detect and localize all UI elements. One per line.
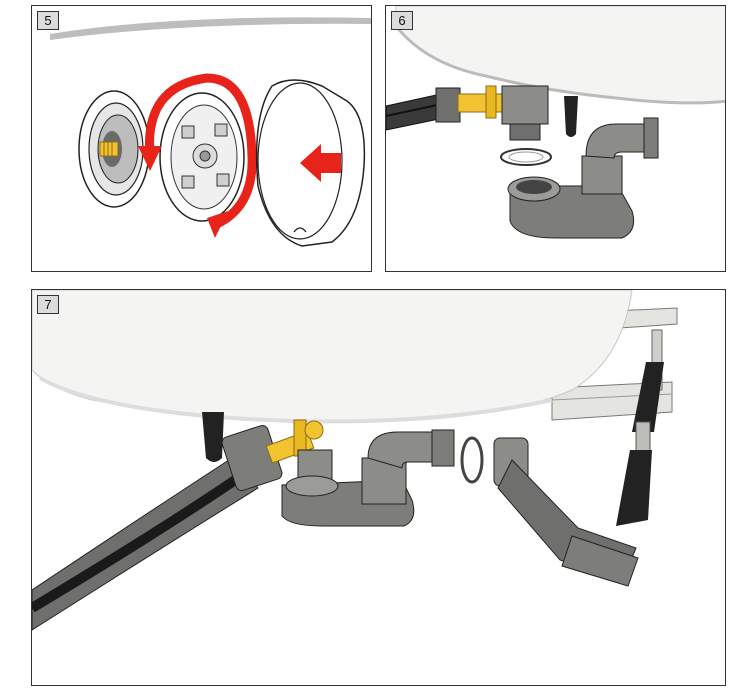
tub-leg — [564, 96, 578, 137]
gasket-ring — [460, 436, 484, 484]
push-arrow-icon — [300, 144, 341, 182]
drain-flange — [78, 90, 150, 208]
step-5-panel: 5 — [31, 5, 372, 272]
step-6-number: 6 — [391, 11, 413, 30]
step-7-panel: 7 — [31, 289, 726, 686]
drain-fitting — [501, 85, 549, 125]
step-7-number: 7 — [37, 295, 59, 314]
siphon-trap — [507, 117, 659, 239]
step-7-illustration — [32, 290, 678, 631]
siphon-trap — [281, 429, 455, 527]
cover-cap — [255, 79, 366, 247]
elbow-pipe — [493, 437, 639, 587]
hose-nut — [435, 87, 461, 123]
brass-valve — [457, 93, 505, 113]
step-6-illustration — [386, 6, 725, 239]
tub-rim — [50, 17, 371, 40]
rotate-arrow-icon — [138, 73, 257, 238]
water-hose — [32, 425, 283, 631]
step-5-number: 5 — [37, 11, 59, 30]
tub-leg-left — [202, 412, 224, 462]
overflow-plate — [159, 92, 245, 222]
step-6-panel: 6 — [385, 5, 726, 272]
water-hose — [386, 93, 445, 131]
step-5-illustration — [50, 17, 371, 247]
